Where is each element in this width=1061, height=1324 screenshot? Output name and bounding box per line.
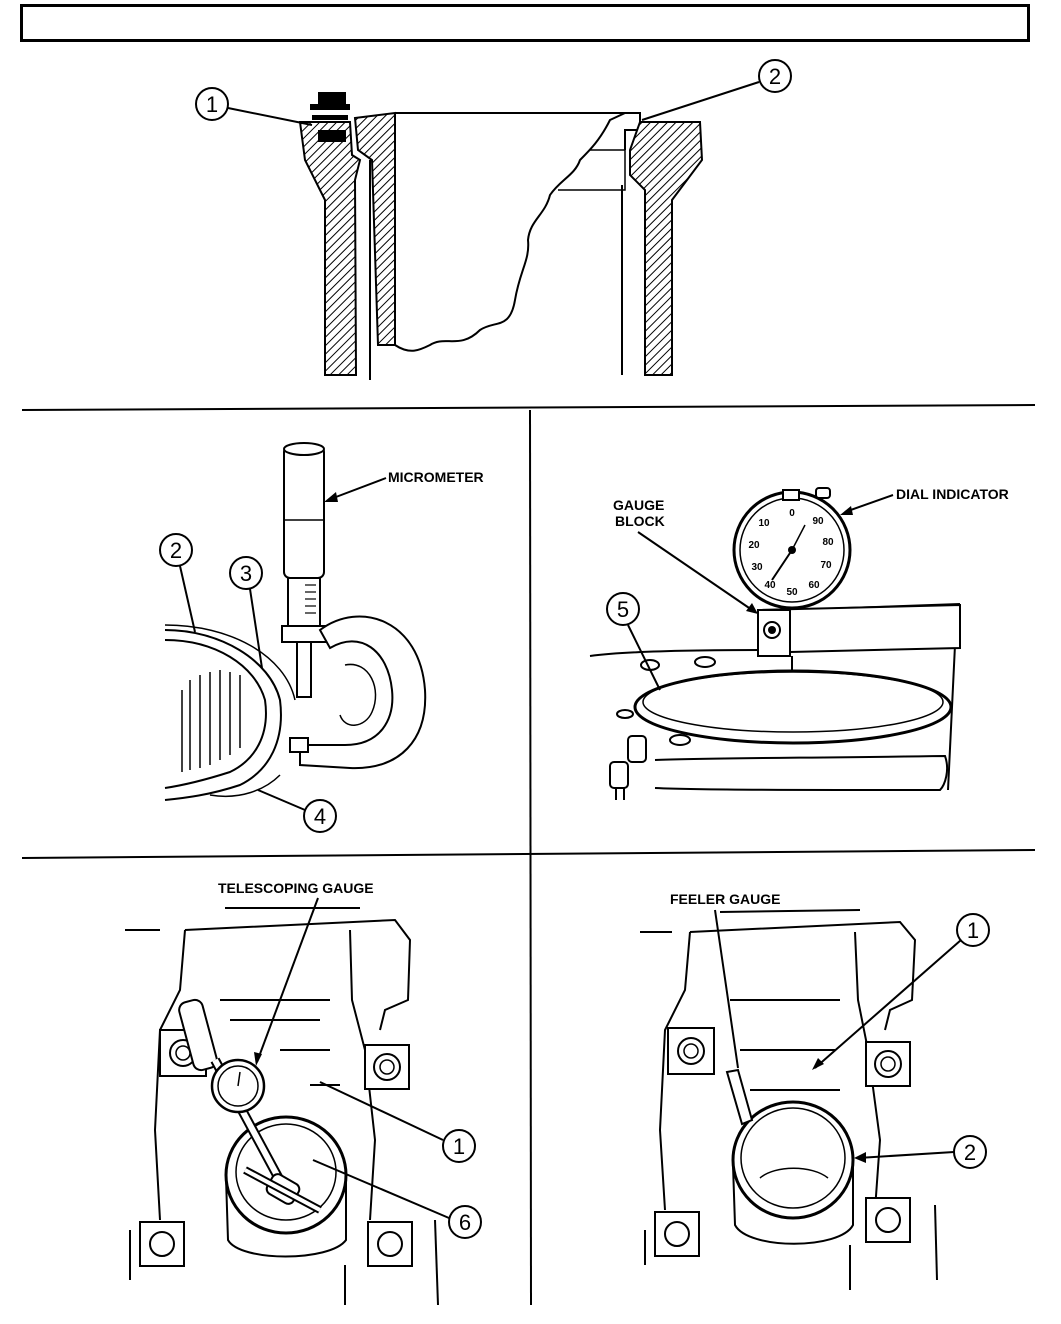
callout-2-bottom-right: 2 <box>854 1135 987 1169</box>
divider-vertical <box>529 409 532 1306</box>
callout-2-middle-left-number: 2 <box>170 538 182 563</box>
dial-number: 60 <box>808 580 820 591</box>
dial-number: 90 <box>812 516 824 527</box>
callout-6-number: 6 <box>459 1210 471 1235</box>
callout-2-top-number: 2 <box>769 64 781 89</box>
callout-1-top: 1 <box>195 87 313 126</box>
callout-4: 4 <box>257 789 337 833</box>
dial-number: 10 <box>758 518 770 529</box>
dial-number: 40 <box>764 580 776 591</box>
callout-1-bottom-left-number: 1 <box>453 1134 465 1159</box>
callout-5-number: 5 <box>617 597 629 622</box>
cylinder-liner-section <box>298 92 704 380</box>
telescoping-gauge-label: TELESCOPING GAUGE <box>218 880 374 896</box>
callout-2-top: 2 <box>641 59 792 121</box>
micrometer-measurement-drawing <box>164 442 427 801</box>
gauge-block-label-line1: GAUGE <box>613 497 664 513</box>
callout-3: 3 <box>229 556 263 669</box>
callout-1-top-number: 1 <box>206 92 218 117</box>
divider-horizontal-bottom <box>21 849 1036 859</box>
dial-indicator-drawing: 0 10 20 30 40 50 60 70 80 90 <box>589 487 961 800</box>
dial-face-numbers: 0 10 20 30 40 50 60 70 80 90 <box>748 508 834 598</box>
micrometer-label: MICROMETER <box>388 469 484 485</box>
dial-number: 20 <box>748 540 760 551</box>
callout-2-bottom-right-number: 2 <box>964 1140 976 1165</box>
callout-1-bottom-right-number: 1 <box>967 918 979 943</box>
callout-4-number: 4 <box>314 804 326 829</box>
telescoping-gauge-drawing <box>125 907 439 1306</box>
feeler-gauge-leader <box>714 909 739 1069</box>
feeler-gauge-label: FEELER GAUGE <box>670 891 780 907</box>
callout-6: 6 <box>312 1159 482 1239</box>
gauge-block-label-line2: BLOCK <box>615 513 665 529</box>
dial-indicator-leader <box>844 494 894 513</box>
feeler-gauge-drawing <box>640 909 938 1290</box>
dial-number: 50 <box>786 587 798 598</box>
dial-indicator-label: DIAL INDICATOR <box>896 486 1009 502</box>
dial-number: 0 <box>789 508 795 519</box>
divider-horizontal-top <box>21 404 1036 411</box>
dial-number: 70 <box>820 560 832 571</box>
callout-3-number: 3 <box>240 561 252 586</box>
micrometer-leader <box>327 477 387 501</box>
callout-1-bottom-right: 1 <box>812 913 990 1070</box>
dial-number: 30 <box>751 562 763 573</box>
gauge-block-leader <box>637 531 756 613</box>
title-box <box>20 4 1030 42</box>
callout-2-middle-left: 2 <box>159 533 196 633</box>
callout-1-bottom-left: 1 <box>319 1081 476 1163</box>
telescoping-gauge-leader <box>256 897 319 1063</box>
dial-number: 80 <box>822 537 834 548</box>
callout-5: 5 <box>606 592 661 691</box>
